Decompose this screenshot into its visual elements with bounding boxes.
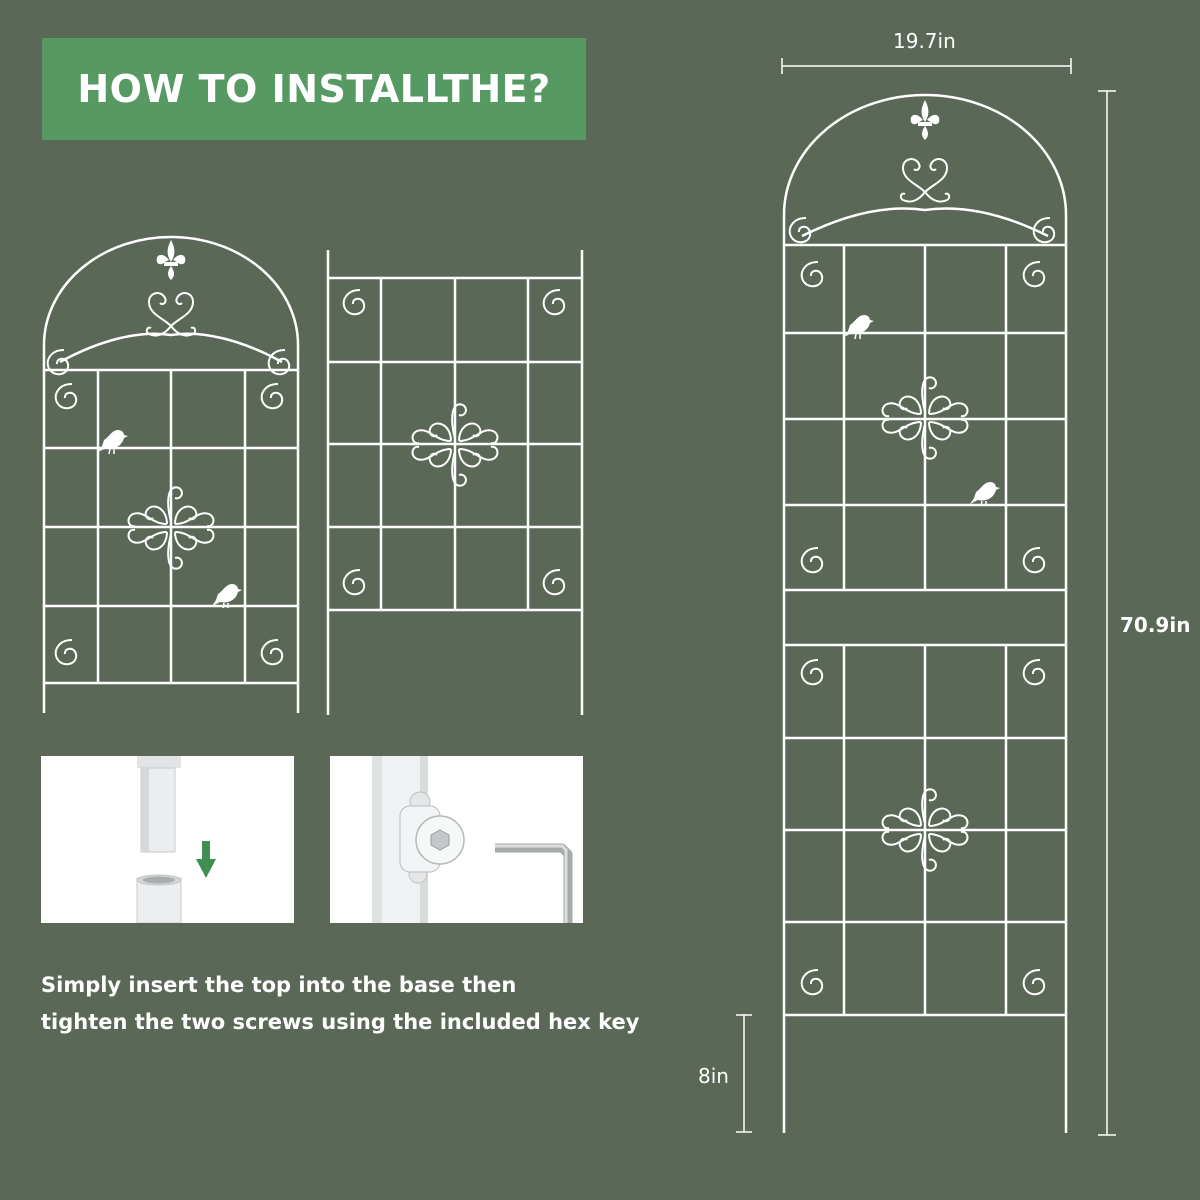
trellis-bottom-panel-icon bbox=[326, 250, 584, 715]
curl-icon bbox=[800, 969, 824, 996]
instruction-line-2: tighten the two screws using the include… bbox=[41, 1010, 640, 1034]
header-banner: HOW TO INSTALLTHE? bbox=[42, 38, 586, 140]
arrow-down-icon bbox=[196, 841, 216, 878]
screw-icon bbox=[399, 791, 465, 884]
insert-step-photo bbox=[41, 756, 294, 923]
screw-hexkey-illustration bbox=[372, 756, 573, 923]
instruction-line-1: Simply insert the top into the base then bbox=[41, 973, 517, 997]
pole-insert-illustration bbox=[136, 756, 216, 923]
curl-icon bbox=[260, 383, 284, 410]
bird-icon bbox=[211, 583, 243, 609]
curl-icon bbox=[54, 383, 78, 410]
header-title: HOW TO INSTALLTHE? bbox=[77, 67, 551, 111]
trellis-top-panel-icon bbox=[42, 235, 300, 713]
curl-icon bbox=[1022, 547, 1046, 574]
curl-icon bbox=[800, 547, 824, 574]
fleur-de-lis-icon bbox=[910, 100, 940, 140]
full-trellis-icon bbox=[782, 93, 1068, 1133]
hex-key-icon bbox=[495, 843, 573, 923]
stake-dimension-label: 8in bbox=[698, 1064, 729, 1088]
curl-icon bbox=[260, 639, 284, 666]
fleur-de-lis-icon bbox=[156, 240, 186, 280]
curl-icon bbox=[800, 659, 824, 686]
curl-icon bbox=[800, 261, 824, 288]
curl-icon bbox=[1022, 261, 1046, 288]
tighten-step-photo bbox=[330, 756, 583, 923]
dimension-lines bbox=[736, 58, 1116, 1136]
curl-icon bbox=[342, 569, 366, 596]
width-dimension-label: 19.7in bbox=[893, 29, 956, 53]
curl-icon bbox=[542, 289, 566, 316]
curl-icon bbox=[788, 217, 812, 244]
heart-scroll-icon bbox=[899, 158, 951, 203]
curl-icon bbox=[342, 289, 366, 316]
curl-icon bbox=[1022, 659, 1046, 686]
heart-scroll-icon bbox=[145, 292, 197, 337]
curl-icon bbox=[542, 569, 566, 596]
curl-icon bbox=[54, 639, 78, 666]
bird-icon bbox=[969, 481, 1001, 507]
curl-icon bbox=[1022, 969, 1046, 996]
bird-icon bbox=[97, 429, 129, 455]
bird-icon bbox=[843, 314, 875, 340]
height-dimension-label: 70.9in bbox=[1120, 613, 1191, 637]
